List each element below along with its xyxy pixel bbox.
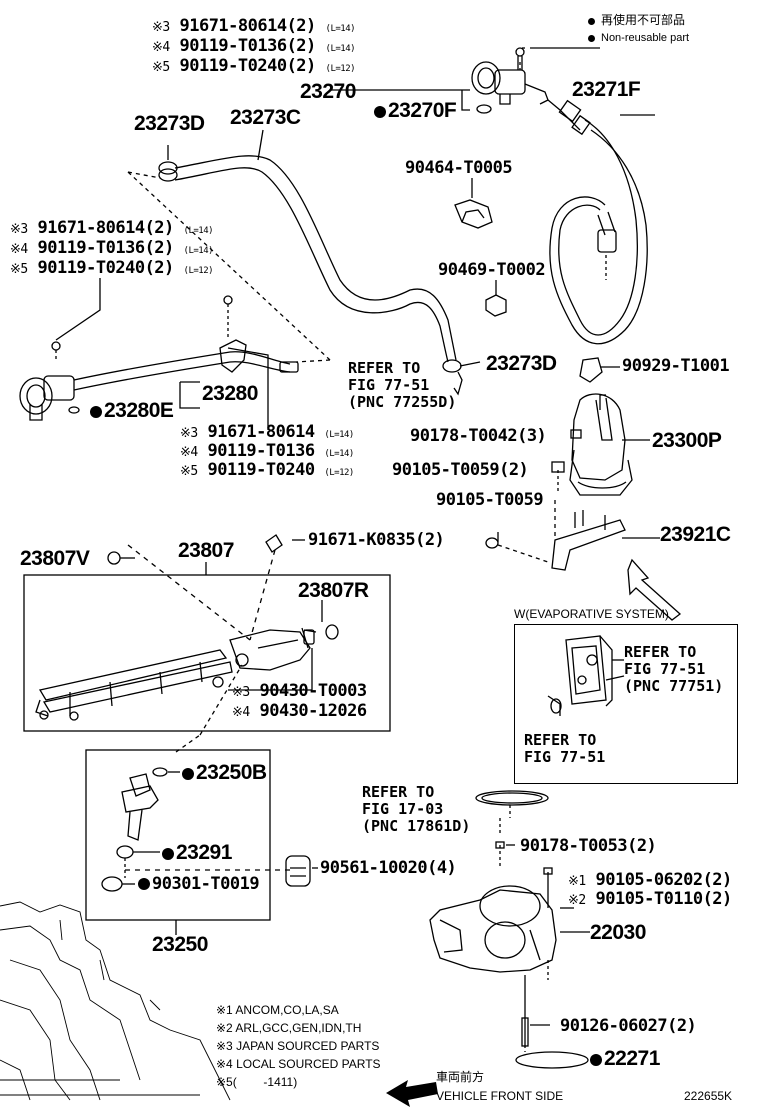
hose-23273c-drawing [158, 129, 481, 396]
part-label-23273c: 23273C [230, 106, 301, 129]
part-label-23807: 23807 [178, 539, 234, 562]
part-label-90301: 90301-T0019 [138, 876, 260, 893]
evap-canister-drawing [547, 635, 625, 716]
part-label-90178-t0053: 90178-T0053(2) [520, 836, 657, 856]
part-label-90464: 90464-T0005 [405, 158, 513, 178]
part-label-23807r: 23807R [298, 579, 369, 602]
part-label-23921c: 23921C [660, 523, 731, 546]
left-group-line2: ※4 90119-T0136(2) (L=14) [10, 238, 214, 258]
part-label-90561: 90561-10020(4) [320, 858, 457, 878]
part-label-23280: 23280 [202, 382, 258, 405]
part-label-91671-k0835: 91671-K0835(2) [308, 530, 445, 550]
throttle-body-22030-drawing [429, 790, 557, 973]
part-label-23270: 23270 [300, 80, 356, 103]
left-group-line1: ※3 91671-80614(2) (L=14) [10, 218, 214, 238]
part-label-23273d-mid: 23273D [486, 352, 557, 375]
footnote-3: ※3 JAPAN SOURCED PARTS [216, 1039, 380, 1053]
part-label-23250b: 23250B [182, 762, 267, 783]
evap-box-title: W(EVAPORATIVE SYSTEM) [514, 607, 669, 621]
part-label-90105-t0059-2: 90105-T0059(2) [392, 460, 529, 480]
part-label-22030: 22030 [590, 921, 646, 944]
part-label-23250: 23250 [152, 933, 208, 956]
part-label-90469: 90469-T0002 [438, 260, 546, 280]
engine-outline-drawing [0, 901, 231, 1101]
part-label-23273d-top: 23273D [134, 112, 205, 135]
top-group-line3: ※5 90119-T0240(2) (L=12) [152, 56, 356, 76]
part-label-90105-t0110: ※2 90105-T0110(2) [568, 889, 732, 909]
part-label-23300p: 23300P [652, 429, 722, 452]
clamp-90929-drawing [579, 357, 603, 383]
grommet-90561-drawing [285, 855, 311, 887]
vsv-23270-drawing [471, 47, 549, 114]
clip-90464-drawing [454, 199, 493, 229]
part-label-90105-06202: ※1 90105-06202(2) [568, 870, 732, 890]
vsv-23280-drawing [19, 339, 299, 421]
legend-non-reusable-en: Non-reusable part [588, 33, 689, 44]
vehicle-front-jp: 車両前方 [436, 1070, 485, 1084]
mid-group-line1: ※3 91671-80614 (L=14) [180, 422, 354, 442]
part-label-90105-t0059: 90105-T0059 [436, 490, 544, 510]
fuel-rail-box [23, 574, 391, 732]
part-label-22271: 22271 [590, 1048, 660, 1069]
vehicle-front-en: VEHICLE FRONT SIDE [436, 1089, 564, 1103]
injector-23250-drawing [101, 767, 168, 892]
part-label-90430-12026: ※4 90430-12026 [232, 701, 367, 721]
part-label-23270f: 23270F [374, 100, 457, 121]
fuel-rail-23807-drawing [35, 629, 311, 721]
footnote-4: ※4 LOCAL SOURCED PARTS [216, 1057, 381, 1071]
top-group-line2: ※4 90119-T0136(2) (L=14) [152, 36, 356, 56]
part-label-90126: 90126-06027(2) [560, 1016, 697, 1036]
footnote-2: ※2 ARL,GCC,GEN,IDN,TH [216, 1021, 362, 1035]
part-label-90178-t0042: 90178-T0042(3) [410, 426, 547, 446]
part-label-90430-t0003: ※3 90430-T0003 [232, 681, 367, 701]
clip-90469-drawing [485, 294, 507, 317]
part-label-23280e: 23280E [90, 400, 174, 421]
hose-23271f-drawing [547, 99, 648, 345]
evap-system-box [514, 624, 738, 784]
mid-group-line2: ※4 90119-T0136 (L=14) [180, 441, 354, 461]
mid-group-line3: ※5 90119-T0240 (L=12) [180, 460, 354, 480]
top-group-line1: ※3 91671-80614(2) (L=14) [152, 16, 356, 36]
canister-23300p-drawing [569, 393, 633, 496]
left-group-line3: ※5 90119-T0240(2) (L=12) [10, 258, 214, 278]
part-label-23807v: 23807V [20, 547, 90, 570]
front-direction-arrow [386, 1080, 438, 1107]
part-label-23291: 23291 [162, 842, 232, 863]
footnote-1: ※1 ANCOM,CO,LA,SA [216, 1003, 339, 1017]
figure-id: 222655K [684, 1089, 733, 1103]
bracket-23921c-drawing [551, 510, 626, 571]
legend-non-reusable-jp: 再使用不可部品 [588, 14, 685, 26]
part-label-90929: 90929-T1001 [622, 356, 730, 376]
part-label-23271f: 23271F [572, 78, 641, 101]
footnote-5: ※5( -1411) [216, 1075, 298, 1089]
